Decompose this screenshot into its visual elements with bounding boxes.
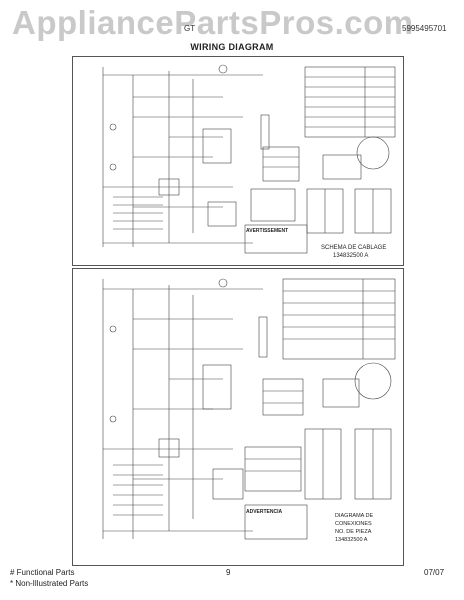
wiring-diagram-upper: AVERTISSEMENT SCHEMA DE CABLAGE 13483250… bbox=[102, 64, 396, 259]
warning-title-upper: AVERTISSEMENT bbox=[246, 228, 288, 234]
schema-line2-lower: CONEXIONES bbox=[335, 521, 372, 527]
footer-functional-parts: # Functional Parts bbox=[10, 568, 75, 577]
watermark-logo: AppliancePartsPros.com bbox=[12, 4, 414, 41]
footer-date: 07/07 bbox=[424, 568, 445, 577]
model-label: GT bbox=[184, 24, 196, 33]
page-title: WIRING DIAGRAM bbox=[190, 42, 274, 52]
warning-title-lower: ADVERTENCIA bbox=[246, 509, 283, 515]
wiring-panel-upper: AVERTISSEMENT SCHEMA DE CABLAGE 13483250… bbox=[72, 56, 404, 266]
wiring-panel-lower: ADVERTENCIA DIAGRAMA DE CONEXIONES NO. D… bbox=[72, 268, 404, 566]
footer-non-illustrated: * Non-Illustrated Parts bbox=[10, 579, 89, 588]
schema-title-upper: SCHEMA DE CABLAGE bbox=[321, 245, 386, 251]
schema-line1-lower: DIAGRAMA DE bbox=[335, 513, 374, 519]
schema-line4-lower: 134832500 A bbox=[335, 537, 368, 543]
schema-part-upper: 134832500 A bbox=[333, 253, 368, 259]
schema-line3-lower: NO. DE PIEZA bbox=[335, 529, 372, 535]
model-part-number: 5995495701 bbox=[402, 24, 447, 33]
wiring-diagram-lower: ADVERTENCIA DIAGRAMA DE CONEXIONES NO. D… bbox=[102, 278, 396, 543]
footer-page-number: 9 bbox=[226, 568, 231, 577]
